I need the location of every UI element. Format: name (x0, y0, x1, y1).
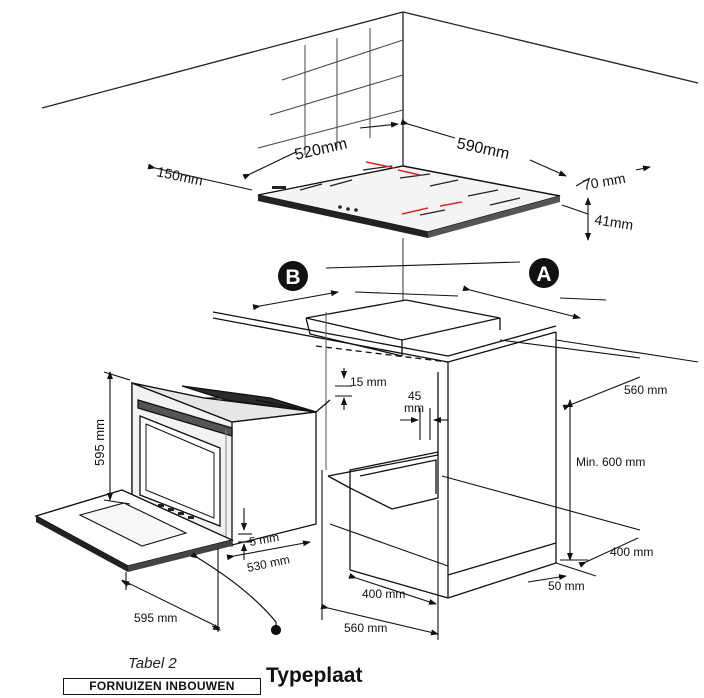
table-label: Tabel 2 (128, 655, 177, 672)
cabinet-min-height-label: Min. 600 mm (576, 455, 645, 469)
cabinet-bottom-width-label: 560 mm (344, 621, 387, 635)
cabinet-bottom-inner-label: 400 mm (362, 587, 405, 601)
oven-width-label: 595 mm (134, 611, 177, 625)
cabinet-inner-depth-label: 400 mm (610, 545, 653, 559)
hob-thickness-label: 41mm (594, 211, 635, 233)
svg-text:A: A (536, 263, 551, 286)
oven-foot-label: 5 mm (248, 530, 280, 549)
typeplaat-pointer (190, 551, 282, 636)
oven (131, 382, 331, 547)
wall-tiles (257, 28, 404, 155)
svg-text:B: B (285, 266, 300, 289)
hob-depth-label: 590mm (455, 135, 511, 163)
hob-width-label: 520mm (293, 135, 349, 164)
marker-b: B (278, 261, 308, 291)
countertop (212, 299, 557, 363)
cooking-zones (299, 165, 521, 216)
cabinet (327, 332, 557, 599)
cabinet-depth-label: 560 mm (624, 383, 667, 397)
hob (257, 161, 561, 238)
hob-depth-right-label: 70 mm (582, 170, 627, 193)
section-title-box: FORNUIZEN INBOUWEN (63, 678, 261, 695)
gap-top-label: 15 mm (350, 375, 387, 389)
marker-a: A (529, 258, 559, 288)
gap-side-unit: mm (404, 401, 424, 415)
rating-plate-label: Typeplaat (266, 664, 363, 687)
gap-side-value: 45 (408, 389, 422, 403)
oven-height-label: 595 mm (92, 419, 107, 466)
oven-depth-label: 530 mm (246, 552, 291, 575)
oven-door (34, 489, 235, 572)
hob-depth-left-label: 150mm (155, 163, 204, 188)
cabinet-plinth-label: 50 mm (548, 579, 585, 593)
